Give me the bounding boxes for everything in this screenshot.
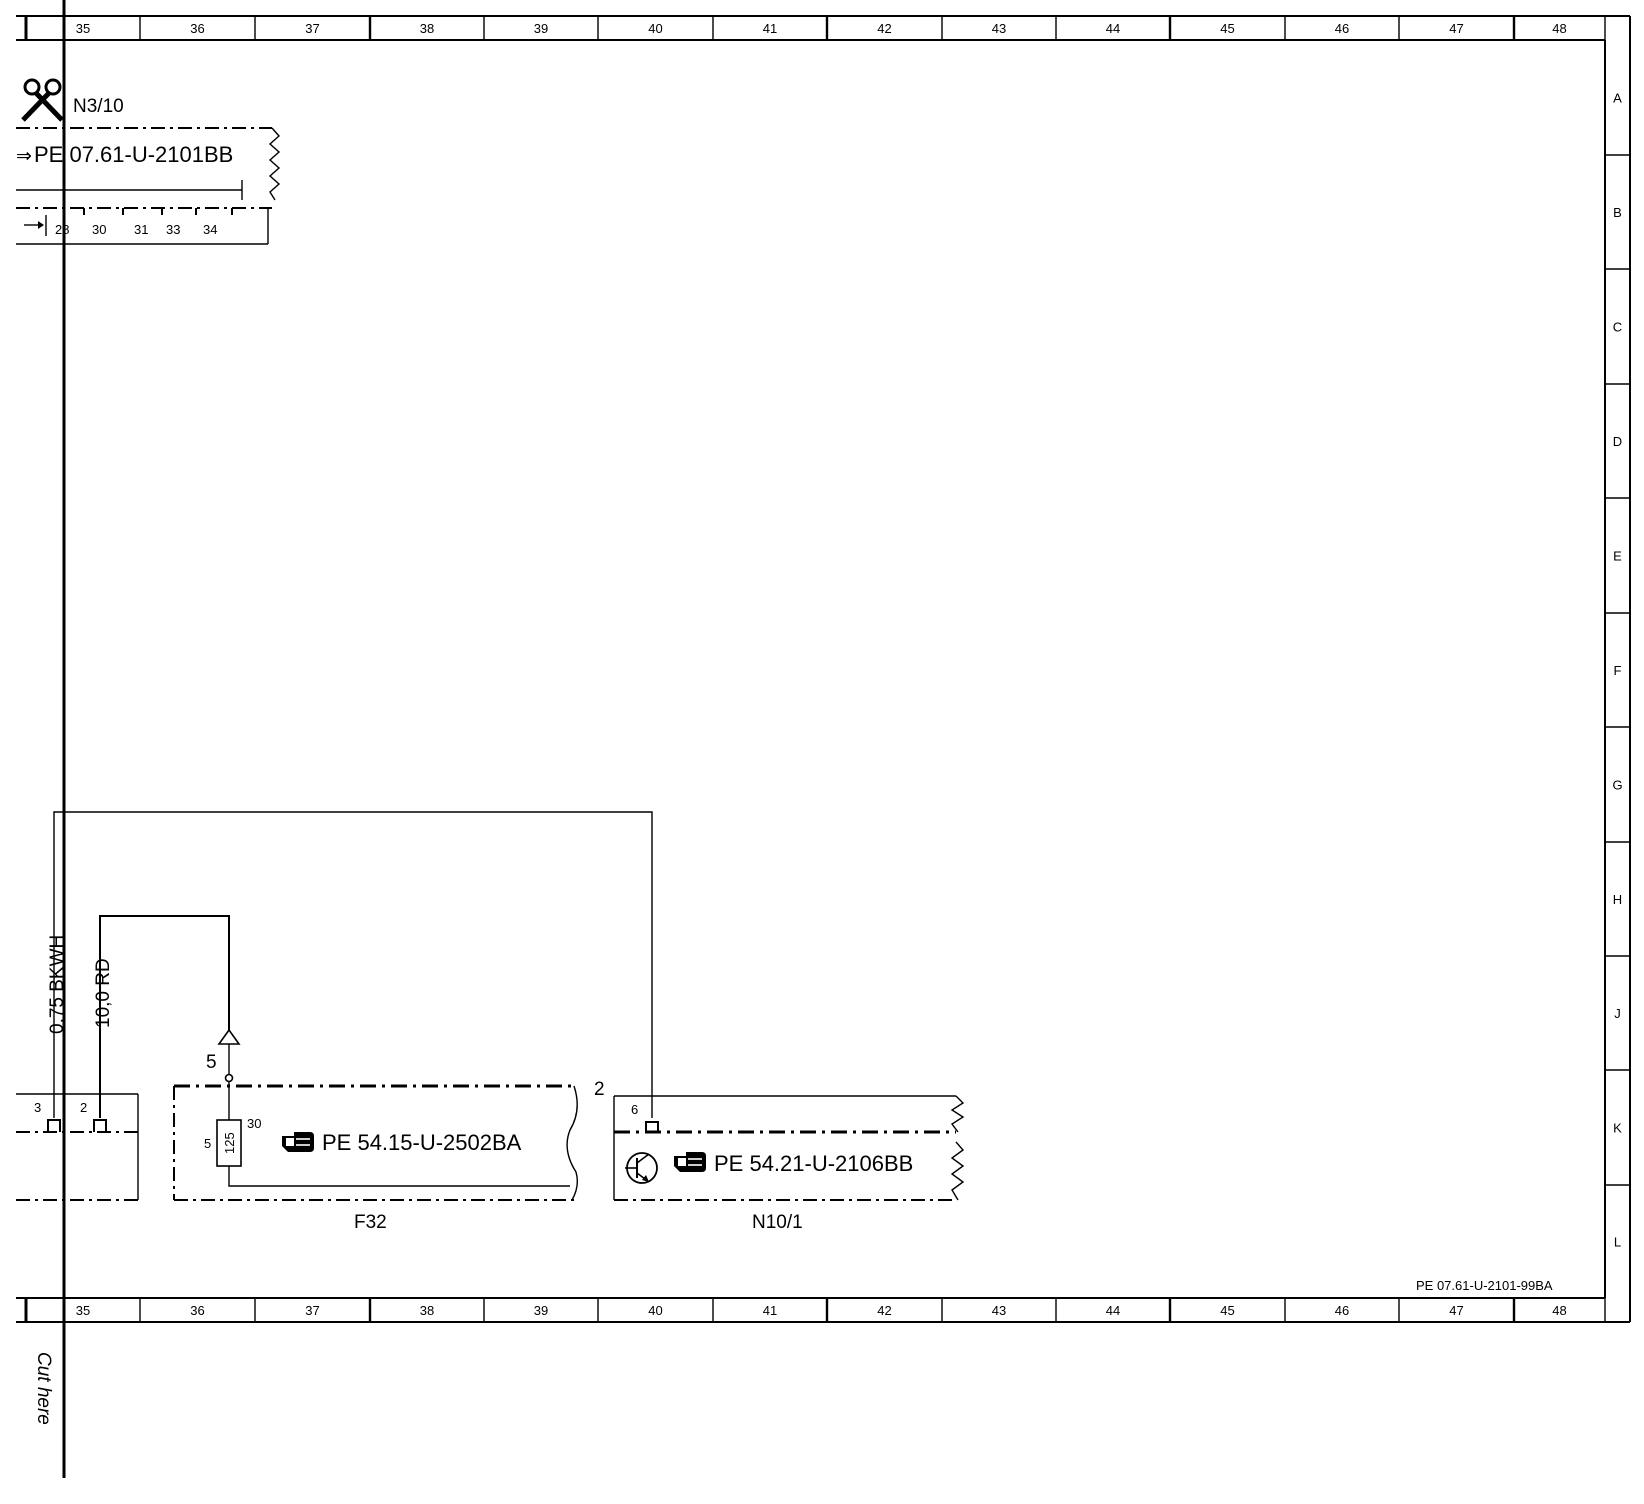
right-row-label: K	[1613, 1121, 1622, 1136]
f32-component: 5 125 5 30 PE 54.15-U-2502BA F32	[173, 1028, 579, 1233]
n3-10-pin: 33	[166, 222, 180, 237]
f32-node-label: 5	[206, 1052, 217, 1073]
bottom-column-label: 41	[763, 1303, 777, 1318]
wire-rd: 10,0 RD	[93, 915, 230, 1118]
top-column-label: 40	[648, 21, 662, 36]
right-row-label: D	[1613, 434, 1622, 449]
f32-fuse-value: 125	[222, 1132, 237, 1154]
top-column-label: 36	[190, 21, 204, 36]
top-column-label: 39	[534, 21, 548, 36]
n10-1-ref: PE 54.21-U-2106BB	[714, 1151, 913, 1176]
left-pin-2: 2	[80, 1100, 87, 1115]
junction-node	[224, 1073, 234, 1083]
n3-10-pin: 31	[134, 222, 148, 237]
wire-rd-label: 10,0 RD	[93, 958, 114, 1028]
right-row-label: H	[1613, 892, 1622, 907]
right-row-label: G	[1612, 778, 1622, 793]
n10-1-component: 2 6 PE 54.21-U-2106BB N10/1	[594, 1079, 965, 1233]
f32-ref: PE 54.15-U-2502BA	[322, 1130, 522, 1155]
bottom-column-label: 40	[648, 1303, 662, 1318]
right-row-label: J	[1614, 1006, 1621, 1021]
bottom-column-label: 37	[305, 1303, 319, 1318]
wire-bkwh-label: 0,75 BKWH	[47, 935, 68, 1034]
top-column-label: 42	[877, 21, 891, 36]
top-column-label: 41	[763, 21, 777, 36]
right-row-label: A	[1613, 91, 1622, 106]
bottom-ruler: 35 36 37 38 39 40 41 42 43 44 45 46 47 48	[16, 1297, 1630, 1323]
bottom-column-label: 44	[1106, 1303, 1120, 1318]
cut-label: Cut here	[33, 1352, 54, 1425]
pointing-hand-icon	[674, 1152, 706, 1172]
n3-10-pin-row: 28 30 31 33 34	[16, 208, 269, 245]
bottom-column-label: 35	[76, 1303, 90, 1318]
scissors-icon	[21, 78, 64, 122]
top-ruler: 35 36 37 38 39 40 41 42 43 44 45 46 47 48	[16, 15, 1630, 41]
drawing-id: PE 07.61-U-2101-99BA	[1416, 1278, 1553, 1293]
wire-bkwh: 0,75 BKWH	[47, 811, 653, 1118]
bottom-column-label: 47	[1449, 1303, 1463, 1318]
n10-1-pin: 6	[631, 1102, 638, 1117]
f32-name: F32	[354, 1212, 387, 1233]
transistor-icon	[625, 1152, 658, 1184]
fuse-icon	[216, 1119, 242, 1167]
n3-10-arrow: ⇒	[16, 146, 32, 167]
right-ruler: A B C D E F G H J K L	[1604, 16, 1631, 1322]
pointing-hand-icon	[282, 1132, 314, 1152]
n3-10-pin: 28	[55, 222, 69, 237]
right-row-label: L	[1614, 1235, 1621, 1250]
bottom-column-label: 48	[1552, 1303, 1566, 1318]
top-column-label: 43	[992, 21, 1006, 36]
left-pin-3: 3	[34, 1100, 41, 1115]
n3-10-pin: 30	[92, 222, 106, 237]
right-row-label: E	[1613, 549, 1622, 564]
right-row-label: F	[1614, 663, 1622, 678]
right-row-label: C	[1613, 320, 1622, 335]
f32-pin-right: 30	[247, 1116, 261, 1131]
top-column-label: 47	[1449, 21, 1463, 36]
bottom-column-label: 38	[420, 1303, 434, 1318]
bottom-column-label: 46	[1335, 1303, 1349, 1318]
top-column-label: 48	[1552, 21, 1566, 36]
top-column-label: 46	[1335, 21, 1349, 36]
bottom-column-label: 45	[1220, 1303, 1234, 1318]
connector-triangle-icon	[217, 1028, 241, 1045]
right-row-label: B	[1613, 205, 1622, 220]
bottom-column-label: 39	[534, 1303, 548, 1318]
f32-pin-left: 5	[204, 1136, 211, 1151]
break-zigzag	[268, 127, 281, 201]
n10-1-corner-label: 2	[594, 1079, 605, 1100]
n3-10-name: N3/10	[73, 96, 124, 117]
n10-1-name: N10/1	[752, 1212, 803, 1233]
top-column-label: 44	[1106, 21, 1120, 36]
n3-10-component: N3/10 ⇒ PE 07.61-U-2101BB 28 30 31 33 34	[16, 78, 281, 245]
top-column-label: 45	[1220, 21, 1234, 36]
left-connector: 3 2	[16, 1093, 139, 1201]
n3-10-ref: PE 07.61-U-2101BB	[34, 142, 233, 167]
n3-10-pin: 34	[203, 222, 217, 237]
bottom-column-label: 36	[190, 1303, 204, 1318]
top-column-label: 38	[420, 21, 434, 36]
top-column-label: 37	[305, 21, 319, 36]
bottom-column-label: 43	[992, 1303, 1006, 1318]
bottom-column-label: 42	[877, 1303, 891, 1318]
top-column-label: 35	[76, 21, 90, 36]
